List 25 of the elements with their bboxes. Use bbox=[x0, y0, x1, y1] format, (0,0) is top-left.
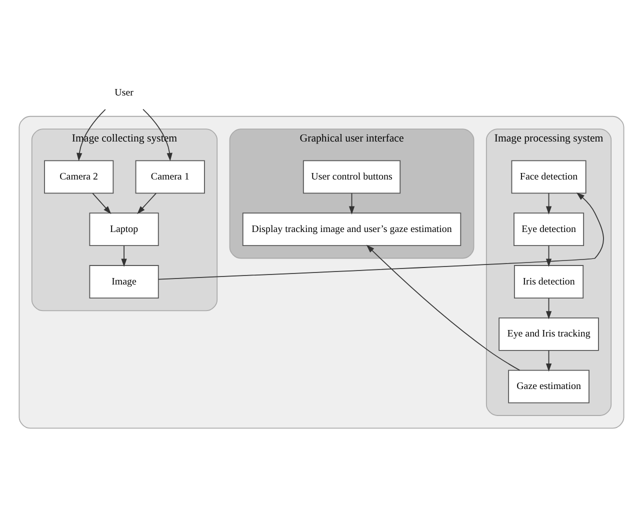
node-box: Face detection bbox=[511, 160, 586, 194]
node-box: Camera 1 bbox=[135, 160, 205, 194]
node-box: Image bbox=[89, 264, 159, 298]
arrow bbox=[546, 350, 552, 372]
node-box: Display tracking image and user’s gaze estimation bbox=[242, 212, 462, 246]
arrow bbox=[92, 192, 112, 214]
node-box: Iris detection bbox=[514, 264, 584, 298]
node-box: Eye and Iris tracking bbox=[498, 316, 599, 350]
arrow bbox=[546, 297, 552, 319]
arrow bbox=[121, 244, 127, 266]
cluster bbox=[18, 115, 624, 428]
node-box: Laptop bbox=[89, 212, 159, 246]
arrow bbox=[348, 192, 355, 214]
arrow bbox=[546, 244, 552, 266]
node-box: User control buttons bbox=[302, 160, 401, 194]
arrow bbox=[366, 244, 520, 370]
arrow bbox=[137, 192, 156, 214]
arrow bbox=[142, 108, 172, 161]
node-box: Gaze estimation bbox=[508, 369, 590, 403]
node-text: User bbox=[114, 86, 134, 98]
arrow bbox=[158, 192, 604, 280]
node-box: Camera 2 bbox=[44, 160, 114, 194]
node-box: Eye detection bbox=[514, 212, 584, 246]
arrow bbox=[76, 108, 106, 161]
arrow bbox=[546, 192, 552, 214]
